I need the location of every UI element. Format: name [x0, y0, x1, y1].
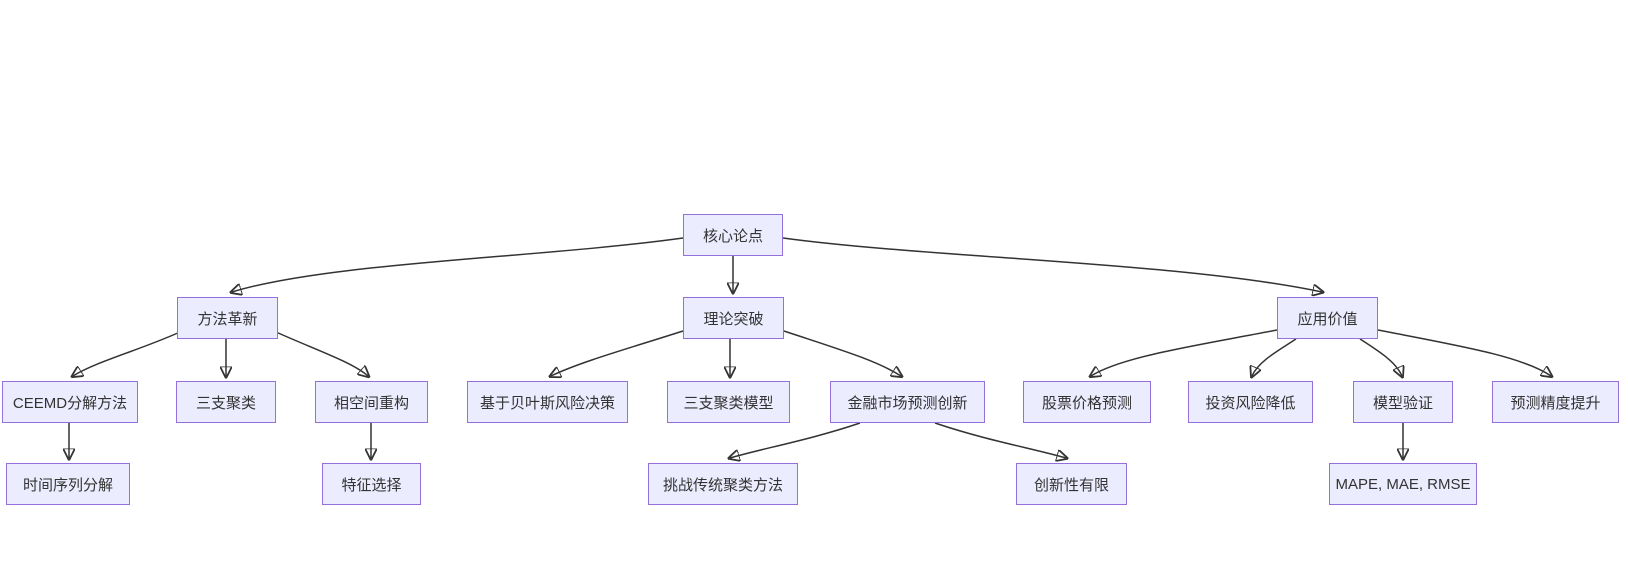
node-three-way-clustering-model: 三支聚类模型: [667, 381, 790, 423]
node-forecast-accuracy-improvement: 预测精度提升: [1492, 381, 1619, 423]
node-method-innovation: 方法革新: [177, 297, 278, 339]
node-time-series-decomposition: 时间序列分解: [6, 463, 130, 505]
node-three-way-clustering: 三支聚类: [176, 381, 276, 423]
edge-application-stock: [1091, 329, 1278, 376]
node-bayesian-risk-decision: 基于贝叶斯风险决策: [467, 381, 628, 423]
node-challenge-traditional-clustering: 挑战传统聚类方法: [648, 463, 798, 505]
edge-core-application: [782, 237, 1322, 292]
node-ceemd-decomposition: CEEMD分解方法: [2, 381, 138, 423]
node-core-argument: 核心论点: [683, 214, 783, 256]
node-feature-selection: 特征选择: [322, 463, 421, 505]
node-stock-price-forecast: 股票价格预测: [1023, 381, 1151, 423]
node-financial-market-forecast-innovation: 金融市场预测创新: [830, 381, 985, 423]
edge-finance-challenge: [730, 422, 861, 458]
edge-method-ceemd: [73, 331, 181, 376]
edge-theory-bayes: [551, 330, 684, 376]
node-theory-breakthrough: 理论突破: [683, 297, 784, 339]
edge-application-accuracy: [1377, 329, 1551, 376]
edge-application-risk: [1252, 338, 1297, 376]
edge-method-phase-space: [275, 331, 368, 376]
edge-core-method: [232, 237, 684, 292]
node-limited-innovation: 创新性有限: [1016, 463, 1127, 505]
node-error-metrics: MAPE, MAE, RMSE: [1329, 463, 1477, 505]
node-model-validation: 模型验证: [1353, 381, 1453, 423]
node-investment-risk-reduction: 投资风险降低: [1188, 381, 1313, 423]
node-application-value: 应用价值: [1277, 297, 1378, 339]
node-phase-space-reconstruction: 相空间重构: [315, 381, 428, 423]
edge-theory-finance: [783, 330, 901, 376]
edge-application-validation: [1359, 338, 1402, 376]
edge-finance-limited: [934, 422, 1066, 458]
